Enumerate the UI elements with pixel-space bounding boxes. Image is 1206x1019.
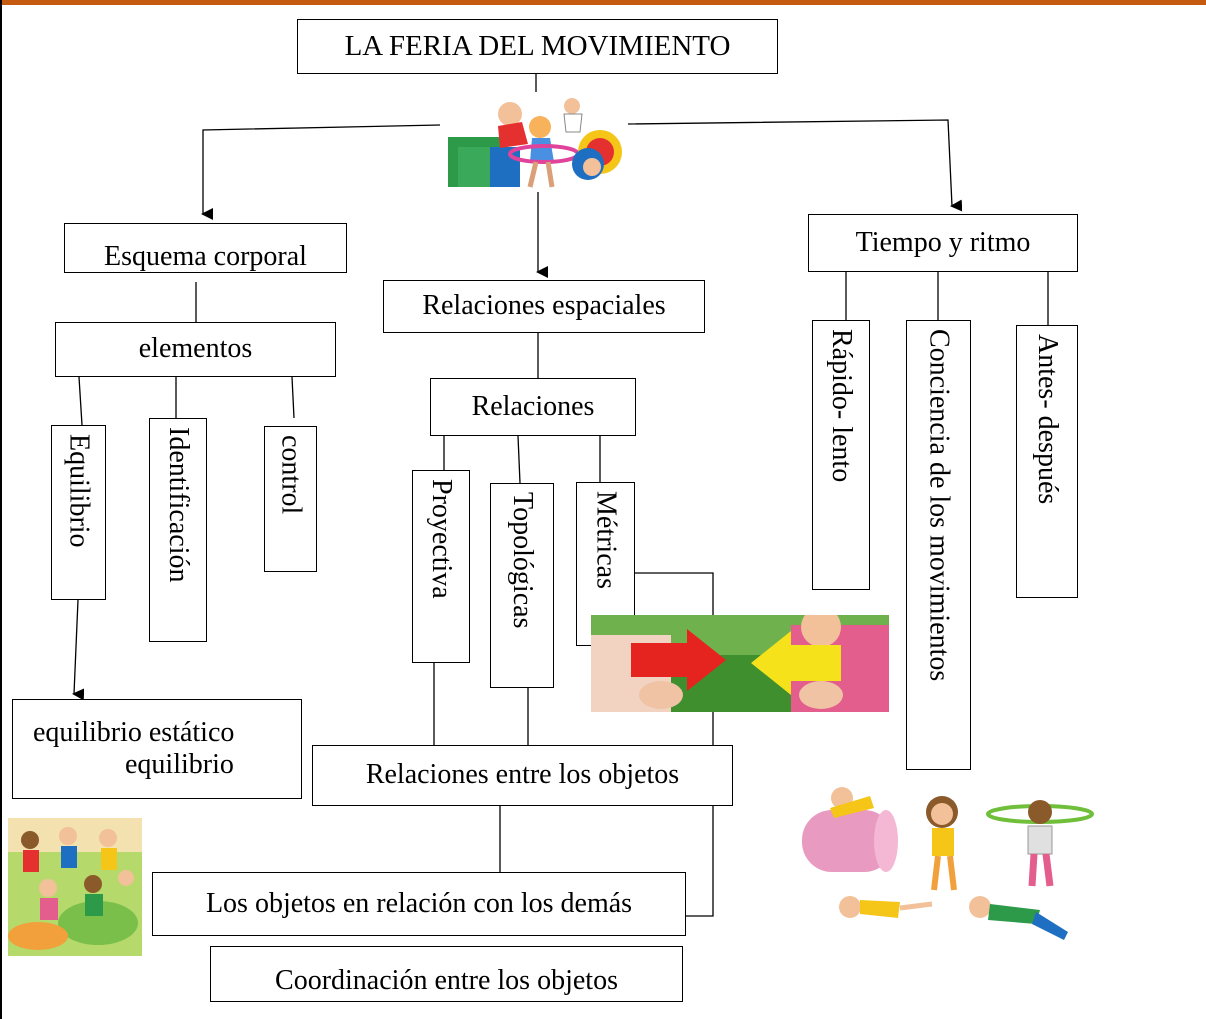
- conciencia-label: Conciencia de los movimientos: [923, 329, 955, 682]
- relaciones-box: Relaciones: [430, 378, 636, 436]
- children-playing-illustration: [448, 98, 622, 188]
- coordinacion-box: Coordinación entre los objetos: [210, 946, 683, 1002]
- rapido-lento-label: Rápido- lento: [826, 329, 857, 483]
- control-label: control: [275, 435, 307, 515]
- top-border: [0, 0, 1206, 5]
- left-border: [0, 0, 2, 1019]
- identificacion-box: Identificación: [149, 418, 207, 642]
- topologicas-label: Topológicas: [507, 492, 538, 629]
- equilibrio-estatico-label: equilibrio estático: [33, 716, 235, 748]
- identificacion-label: Identificación: [163, 427, 194, 583]
- esquema-corporal-box: Esquema corporal: [64, 223, 347, 273]
- equilibrio-box: Equilibrio: [51, 425, 106, 600]
- conciencia-box: Conciencia de los movimientos: [906, 320, 971, 770]
- antes-despues-label: Antes- después: [1032, 334, 1063, 505]
- children-holding-arrows-photo: [591, 615, 889, 712]
- objetos-demas-box: Los objetos en relación con los demás: [152, 872, 686, 936]
- equilibrio-detail-box: equilibrio estático equilibrio: [12, 699, 302, 799]
- diagram-title: LA FERIA DEL MOVIMIENTO: [297, 19, 778, 74]
- topologicas-box: Topológicas: [490, 483, 554, 688]
- relaciones-espaciales-box: Relaciones espaciales: [383, 280, 705, 333]
- control-box: control: [264, 426, 317, 572]
- kids-exercising-illustration: [802, 787, 1094, 940]
- tiempo-ritmo-box: Tiempo y ritmo: [808, 214, 1078, 272]
- kids-playground-illustration: [8, 818, 142, 956]
- elementos-box: elementos: [55, 322, 336, 377]
- relaciones-objetos-box: Relaciones entre los objetos: [312, 745, 733, 806]
- antes-despues-box: Antes- después: [1016, 325, 1078, 598]
- proyectiva-label: Proyectiva: [426, 479, 457, 599]
- rapido-lento-box: Rápido- lento: [812, 320, 870, 590]
- equilibrio-label: Equilibrio: [63, 434, 95, 548]
- metricas-label: Métricas: [590, 491, 622, 589]
- equilibrio-label-2: equilibrio: [125, 749, 234, 780]
- proyectiva-box: Proyectiva: [412, 470, 470, 663]
